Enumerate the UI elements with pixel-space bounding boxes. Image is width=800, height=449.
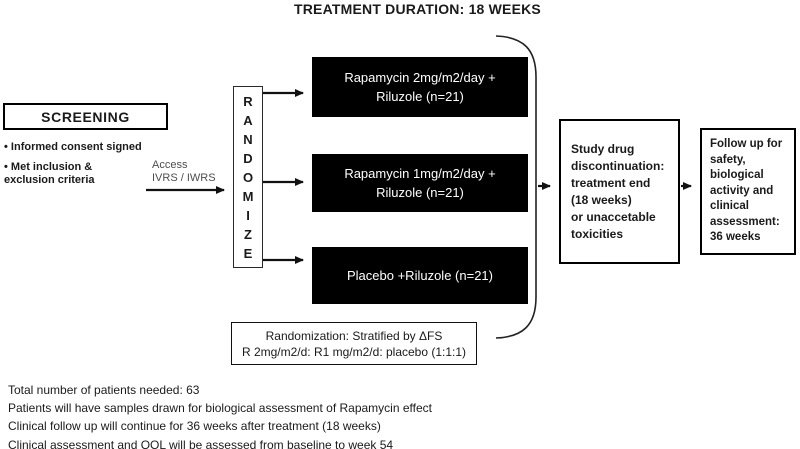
arm-box-rapamycin-1mg: Rapamycin 1mg/m2/day + Riluzole (n=21) (312, 154, 528, 212)
randomize-letter: N (243, 131, 253, 147)
randomize-letter: O (242, 169, 254, 185)
access-ivrs-label: Access IVRS / IWRS (152, 159, 216, 184)
criteria-item-consent: • Informed consent signed (4, 141, 156, 154)
arm-box-rapamycin-2mg: Rapamycin 2mg/m2/day + Riluzole (n=21) (312, 57, 528, 117)
randomize-letter: A (243, 112, 253, 128)
bullet-icon: • (4, 161, 11, 173)
randomize-letter: E (243, 245, 253, 261)
followup-box: Follow up for safety, biological activit… (700, 128, 796, 255)
diagram-title: TREATMENT DURATION: 18 WEEKS (294, 1, 541, 17)
bullet-icon: • (4, 141, 11, 153)
footnote-line: Total number of patients needed: 63 (8, 383, 200, 397)
screening-title: SCREENING (41, 108, 130, 125)
criteria-text: Met inclusion & exclusion criteria (4, 161, 95, 186)
randomize-letter: Z (244, 226, 252, 242)
footnotes: Total number of patients needed: 63 Pati… (8, 381, 648, 449)
randomize-letter: I (246, 207, 250, 223)
randomize-letter: R (243, 93, 253, 109)
criteria-text: Informed consent signed (10, 141, 142, 153)
randomize-box: R A N D O M I Z E (233, 86, 263, 268)
footnote-line: Clinical follow up will continue for 36 … (8, 419, 381, 434)
arm-box-placebo: Placebo +Riluzole (n=21) (312, 247, 528, 304)
randomize-letter: M (242, 188, 254, 204)
footnote-line: Clinical assessment and QOL will be asse… (8, 437, 394, 449)
randomization-note-box: Randomization: Stratified by ΔFS R 2mg/m… (231, 322, 477, 365)
screening-criteria: • Informed consent signed • Met inclusio… (4, 141, 156, 194)
footnote-line: Patients will have samples drawn for bio… (8, 401, 432, 416)
discontinuation-box: Study drug discontinuation: treatment en… (559, 119, 680, 264)
randomize-letter: D (243, 150, 253, 166)
criteria-item-inclusion: • Met inclusion & exclusion criteria (4, 161, 156, 187)
screening-box: SCREENING (3, 103, 168, 130)
